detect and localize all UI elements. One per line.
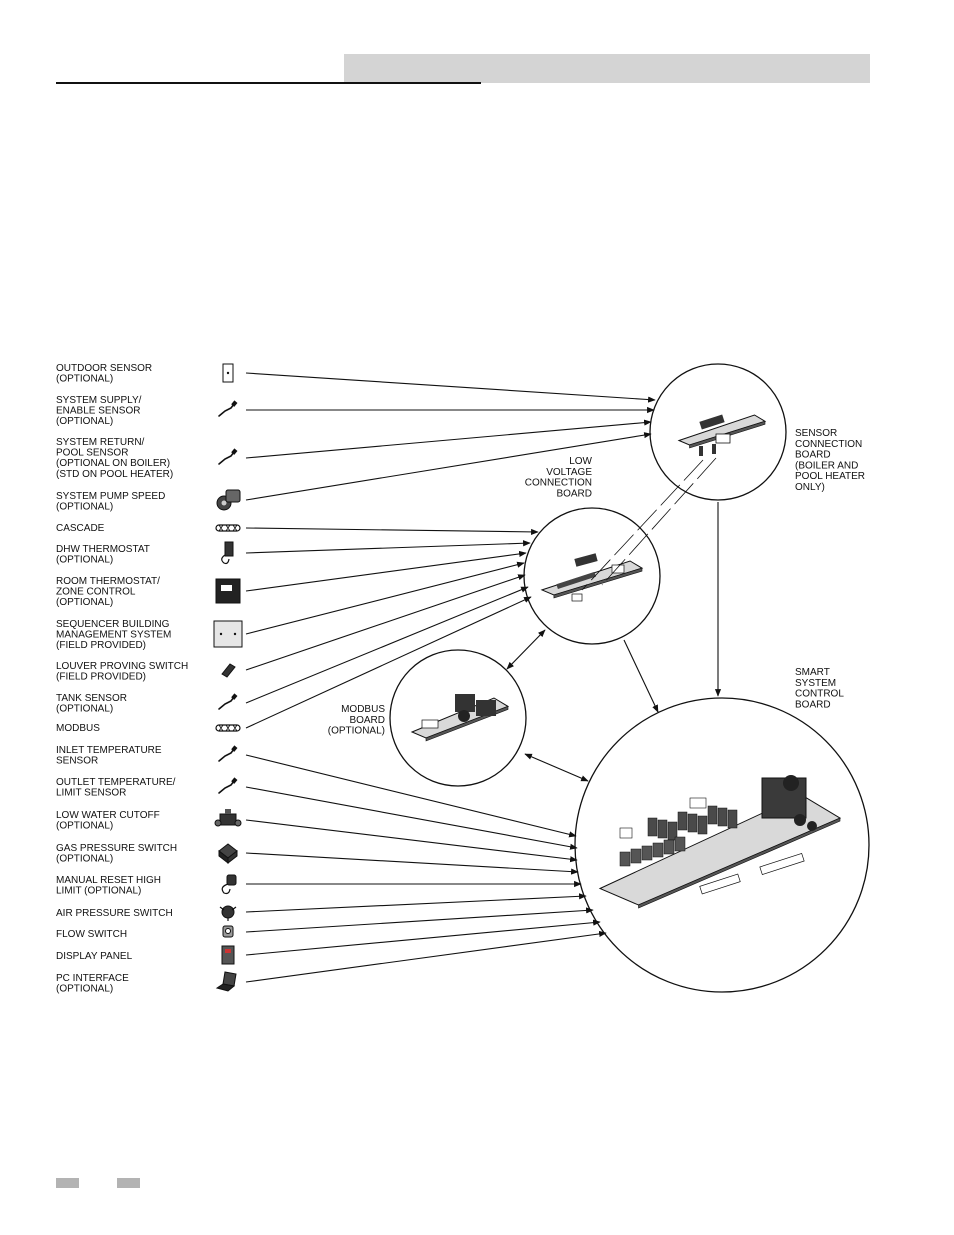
gas-pressure-switch-label: GAS PRESSURE SWITCH(OPTIONAL) xyxy=(56,843,177,865)
flow-switch-flow-switch-icon xyxy=(222,925,234,938)
footer-block-left xyxy=(56,1178,79,1188)
room-thermostat-connector xyxy=(245,550,527,592)
system-supply-sensor-label: SYSTEM SUPPLY/ENABLE SENSOR(OPTIONAL) xyxy=(56,395,142,427)
plug-guide-left xyxy=(581,459,704,591)
system-pump-speed-pump-icon xyxy=(216,489,241,511)
sequencer-bms-sequencer-box-icon xyxy=(213,620,243,648)
display-panel-connector xyxy=(245,919,601,956)
system-pump-speed-connector xyxy=(245,432,652,501)
system-pump-speed-label: SYSTEM PUMP SPEED(OPTIONAL) xyxy=(56,491,165,513)
pc-interface-laptop-icon xyxy=(215,971,237,992)
modbus-to-smart-connector xyxy=(524,753,589,782)
outlet-temperature-sensor-probe-sensor-icon xyxy=(218,777,238,794)
louver-proving-switch-label: LOUVER PROVING SWITCH(FIELD PROVIDED) xyxy=(56,661,188,683)
pc-interface-connector xyxy=(245,930,607,983)
pc-interface-label: PC INTERFACE(OPTIONAL) xyxy=(56,973,129,995)
room-thermostat-label: ROOM THERMOSTAT/ZONE CONTROL(OPTIONAL) xyxy=(56,576,160,608)
outdoor-sensor-outdoor-sensor-icon xyxy=(222,363,234,383)
louver-proving-switch-connector xyxy=(245,574,526,671)
flow-switch-label: FLOW SWITCH xyxy=(56,929,127,940)
plug-guide-right xyxy=(601,457,717,586)
modbus-board-illustration xyxy=(410,694,510,742)
outlet-temperature-sensor-connector xyxy=(245,786,578,850)
tank-sensor-probe-sensor-icon xyxy=(218,693,238,710)
air-pressure-switch-connector xyxy=(245,893,587,913)
low-voltage-to-modbus-connector xyxy=(506,629,546,670)
gas-pressure-switch-pressure-switch-icon xyxy=(218,843,238,865)
system-return-sensor-probe-sensor-icon xyxy=(218,448,238,465)
system-return-sensor-label: SYSTEM RETURN/POOL SENSOR(OPTIONAL ON BO… xyxy=(56,437,173,480)
low-water-cutoff-connector xyxy=(245,819,578,863)
header-rule xyxy=(56,82,481,84)
flow-switch-connector xyxy=(245,907,594,933)
cascade-cable-connector-icon xyxy=(215,524,241,532)
outlet-temperature-sensor-label: OUTLET TEMPERATURE/LIMIT SENSOR xyxy=(56,777,176,799)
dhw-thermostat-connector xyxy=(245,540,531,554)
air-pressure-switch-air-switch-icon xyxy=(219,905,237,921)
modbus-connector xyxy=(245,596,532,729)
sensor-board-illustration xyxy=(677,414,767,456)
low-voltage-to-smart-connector xyxy=(623,639,659,713)
footer-block-right xyxy=(117,1178,140,1188)
smart-board-illustration xyxy=(598,775,842,909)
cascade-connector xyxy=(245,527,539,535)
air-pressure-switch-label: AIR PRESSURE SWITCH xyxy=(56,908,173,919)
low-voltage-board-illustration xyxy=(540,553,644,602)
display-panel-display-panel-icon xyxy=(221,945,235,965)
low-water-cutoff-label: LOW WATER CUTOFF(OPTIONAL) xyxy=(56,810,160,832)
system-supply-sensor-probe-sensor-icon xyxy=(218,400,238,417)
inlet-temperature-sensor-connector xyxy=(245,754,577,838)
room-thermostat-room-thermostat-icon xyxy=(215,578,241,604)
header-bar xyxy=(344,54,870,83)
louver-proving-switch-switch-icon xyxy=(221,663,236,678)
manual-reset-high-limit-high-limit-icon xyxy=(221,874,237,895)
tank-sensor-label: TANK SENSOR(OPTIONAL) xyxy=(56,693,127,715)
sequencer-bms-connector xyxy=(245,561,525,635)
gas-pressure-switch-connector xyxy=(245,852,579,875)
dhw-thermostat-thermostat-probe-icon xyxy=(221,541,234,565)
tank-sensor-connector xyxy=(245,586,529,704)
outdoor-sensor-label: OUTDOOR SENSOR(OPTIONAL) xyxy=(56,363,152,385)
system-return-sensor-connector xyxy=(245,419,652,459)
dhw-thermostat-label: DHW THERMOSTAT(OPTIONAL) xyxy=(56,544,150,566)
cascade-label: CASCADE xyxy=(56,523,105,534)
inlet-temperature-sensor-probe-sensor-icon xyxy=(218,745,238,762)
modbus-cable-connector-icon xyxy=(215,724,241,732)
modbus-label: MODBUS xyxy=(56,723,100,734)
low-water-cutoff-low-water-cutoff-icon xyxy=(214,809,242,827)
display-panel-label: DISPLAY PANEL xyxy=(56,951,133,962)
outdoor-sensor-connector xyxy=(245,372,656,403)
